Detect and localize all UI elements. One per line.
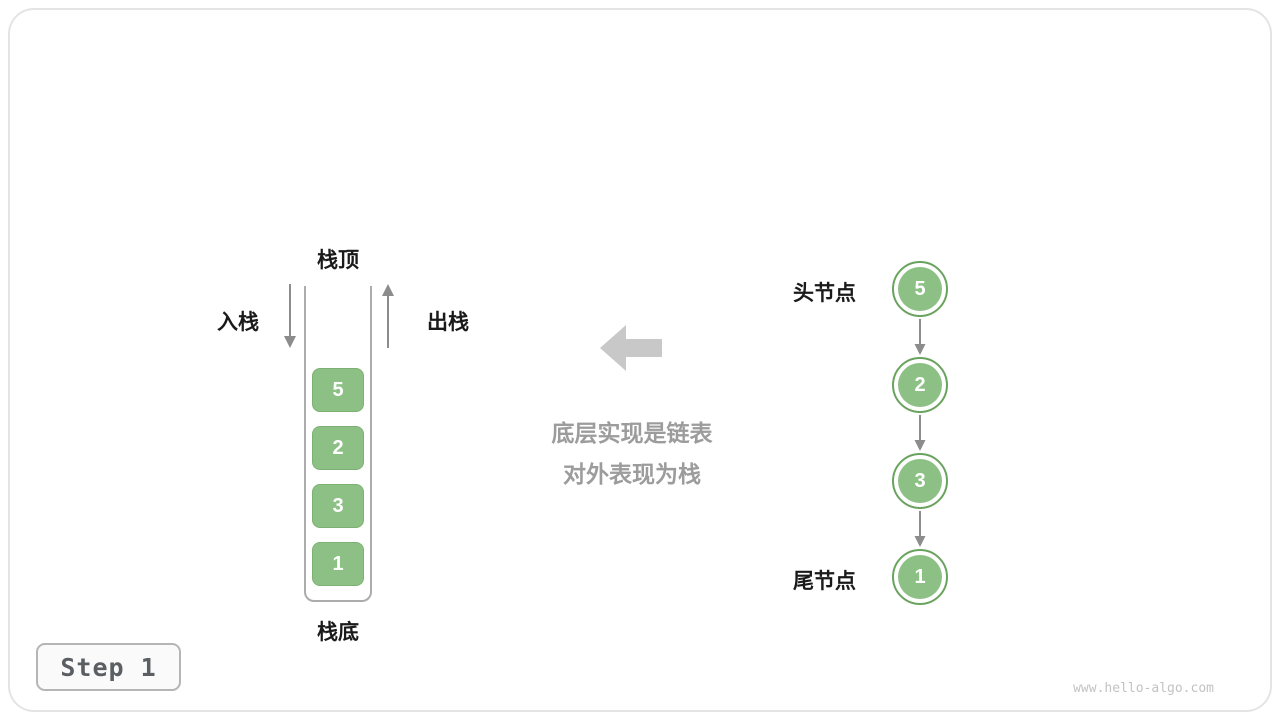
list-node: 2 (892, 357, 948, 413)
list-node-value: 3 (898, 459, 942, 503)
diagram-frame (8, 8, 1272, 712)
list-node: 3 (892, 453, 948, 509)
connector-arrow-icon (913, 415, 927, 451)
caption-line-2: 对外表现为栈 (563, 461, 701, 487)
stack-item: 1 (312, 542, 364, 586)
list-node-value: 5 (898, 267, 942, 311)
big-left-arrow-icon (600, 325, 662, 371)
list-node: 1 (892, 549, 948, 605)
step-badge: Step 1 (36, 643, 181, 691)
caption-line-1: 底层实现是链表 (551, 420, 713, 446)
stack-item: 3 (312, 484, 364, 528)
connector-arrow-icon (913, 319, 927, 355)
stack-item: 2 (312, 426, 364, 470)
list-node-value: 2 (898, 363, 942, 407)
push-label: 入栈 (217, 311, 259, 334)
stack-bottom-label: 栈底 (317, 621, 359, 644)
stack-top-label: 栈顶 (317, 249, 359, 272)
push-arrow-icon (283, 284, 297, 348)
list-node: 5 (892, 261, 948, 317)
step-label: Step 1 (60, 652, 157, 682)
list-node-value: 1 (898, 555, 942, 599)
stack-item: 5 (312, 368, 364, 412)
tail-node-label: 尾节点 (793, 570, 856, 593)
watermark: www.hello-algo.com (1073, 681, 1214, 696)
pop-arrow-icon (381, 284, 395, 348)
pop-label: 出栈 (427, 311, 469, 334)
head-node-label: 头节点 (793, 282, 856, 305)
connector-arrow-icon (913, 511, 927, 547)
